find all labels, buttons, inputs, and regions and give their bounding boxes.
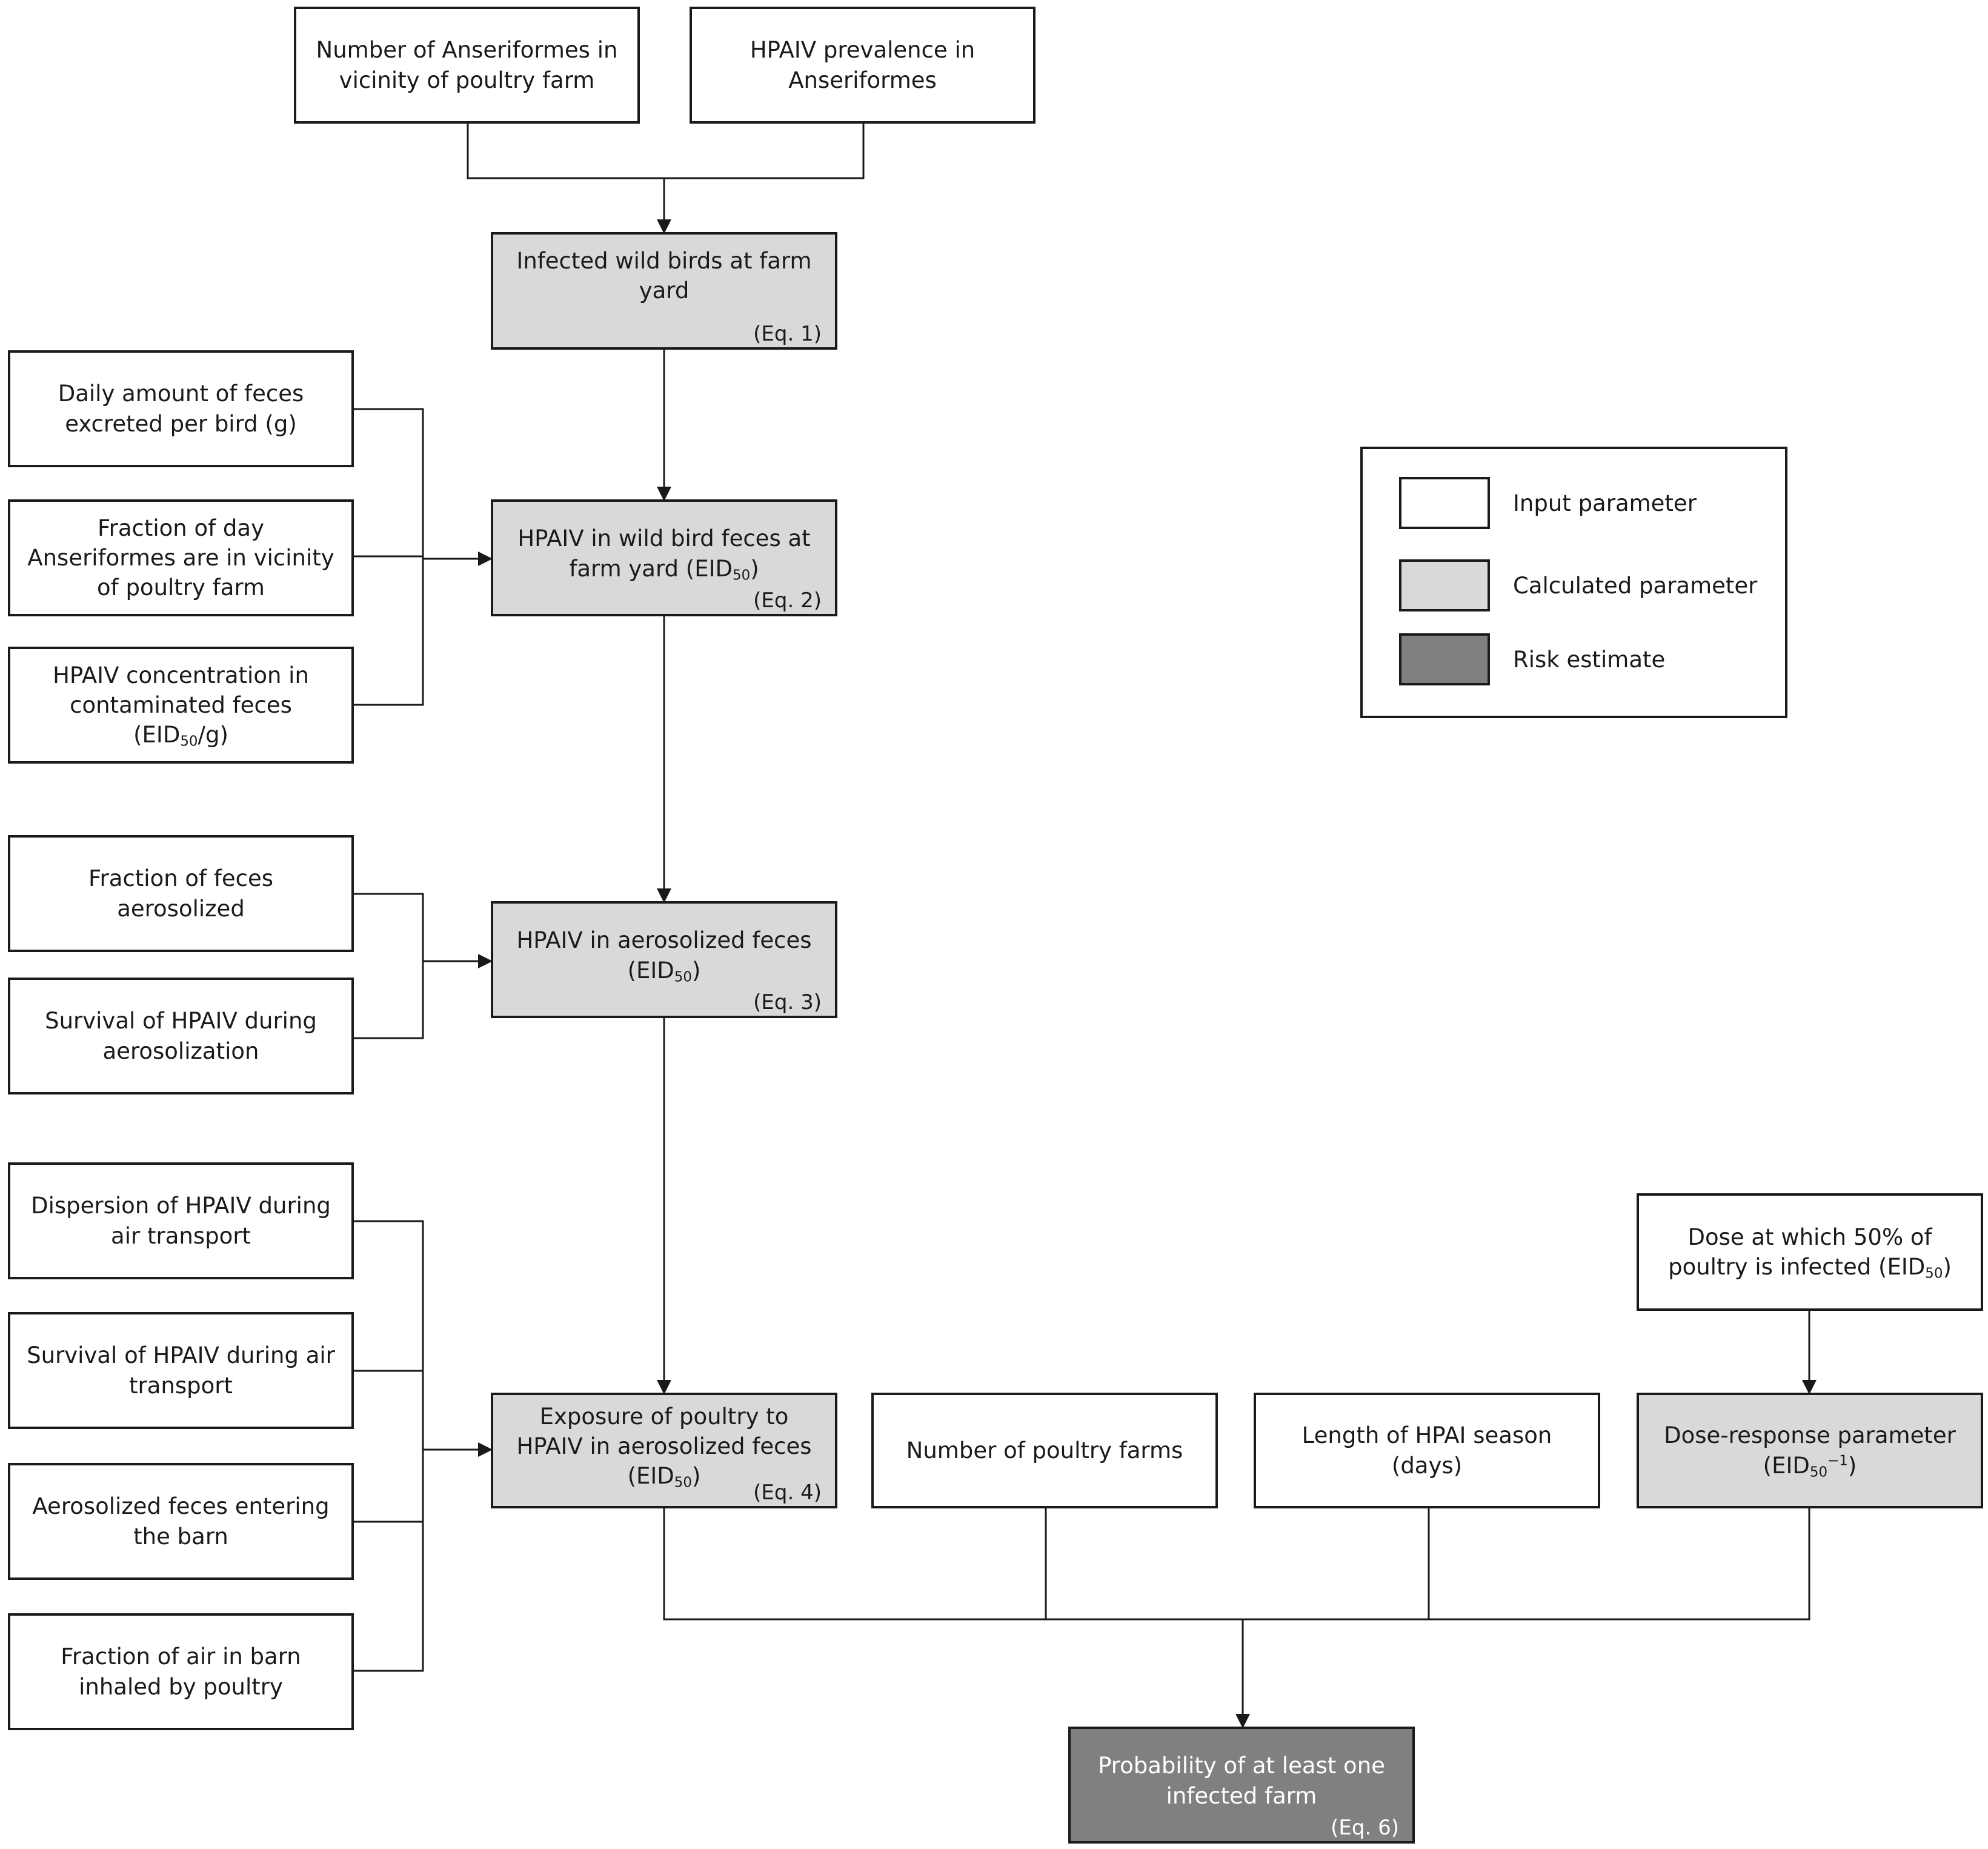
label-part: ) bbox=[691, 957, 701, 984]
node-entering-barn: Aerosolized feces entering the barn bbox=[8, 1463, 354, 1580]
node-label: Exposure of poultry to HPAIV in aerosoli… bbox=[493, 1402, 835, 1491]
node-exposure: Exposure of poultry to HPAIV in aerosoli… bbox=[491, 1393, 837, 1508]
subscript: 50 bbox=[180, 733, 198, 750]
node-hpaiv-aerosolized: HPAIV in aerosolized feces (EID50) (Eq. … bbox=[491, 901, 837, 1018]
node-label: Dose at which 50% of poultry is infected… bbox=[1639, 1222, 1981, 1282]
node-dose-response: Dose-response parameter (EID50−1) bbox=[1637, 1393, 1983, 1508]
label-part: ) bbox=[691, 1463, 701, 1490]
legend-item-risk: Risk estimate bbox=[1399, 633, 1665, 686]
node-label: Aerosolized feces entering the barn bbox=[32, 1493, 330, 1550]
node-dose50: Dose at which 50% of poultry is infected… bbox=[1637, 1193, 1983, 1311]
subscript: 50 bbox=[674, 969, 692, 985]
legend-label: Input parameter bbox=[1513, 490, 1697, 516]
node-anseriformes-count: Number of Anseriformes in vicinity of po… bbox=[294, 7, 640, 124]
label-part: Exposure of poultry to HPAIV in aerosoli… bbox=[516, 1403, 812, 1490]
node-label: Infected wild birds at farm yard bbox=[516, 247, 812, 304]
node-label: Survival of HPAIV during aerosolization bbox=[45, 1008, 317, 1064]
connector-transport-inputs bbox=[353, 1220, 424, 1672]
node-label: Survival of HPAIV during air transport bbox=[27, 1342, 335, 1399]
label-part: ) bbox=[1847, 1452, 1857, 1479]
node-infected-wild-birds: Infected wild birds at farm yard (Eq. 1) bbox=[491, 232, 837, 350]
label-part: HPAIV in aerosolized feces (EID bbox=[516, 927, 812, 984]
node-label: Dispersion of HPAIV during air transport bbox=[31, 1193, 331, 1249]
legend-swatch-calculated bbox=[1399, 559, 1490, 611]
label-part: HPAIV in wild bird feces at farm yard (E… bbox=[517, 525, 811, 582]
node-fraction-day: Fraction of day Anseriformes are in vici… bbox=[8, 499, 354, 616]
node-num-farms: Number of poultry farms bbox=[871, 1393, 1218, 1508]
legend-label: Calculated parameter bbox=[1513, 572, 1758, 599]
equation-ref: (Eq. 6) bbox=[1331, 1816, 1399, 1840]
label-part: Dose at which 50% of poultry is infected… bbox=[1668, 1224, 1932, 1280]
subscript: 50 bbox=[733, 567, 751, 584]
label-part: HPAIV concentration in contaminated fece… bbox=[53, 662, 309, 748]
node-label: Daily amount of feces excreted per bird … bbox=[58, 381, 304, 437]
node-probability: Probability of at least one infected far… bbox=[1068, 1727, 1415, 1844]
node-label: Dose-response parameter (EID50−1) bbox=[1639, 1421, 1981, 1480]
subscript: 50 bbox=[1809, 1464, 1828, 1481]
connector-top-inputs bbox=[467, 123, 865, 179]
node-hpaiv-prevalence: HPAIV prevalence in Anseriformes bbox=[690, 7, 1036, 124]
subscript: 50 bbox=[674, 1474, 692, 1491]
equation-ref: (Eq. 2) bbox=[753, 588, 822, 613]
legend-item-input: Input parameter bbox=[1399, 476, 1697, 530]
label-part: ) bbox=[750, 555, 759, 582]
node-label: Number of poultry farms bbox=[906, 1437, 1183, 1464]
node-hpaiv-concentration: HPAIV concentration in contaminated fece… bbox=[8, 647, 354, 764]
legend-label: Risk estimate bbox=[1513, 646, 1666, 673]
node-label: Number of Anseriformes in vicinity of po… bbox=[316, 37, 618, 93]
label-part: Dose-response parameter (EID bbox=[1664, 1422, 1956, 1479]
node-label: HPAIV prevalence in Anseriformes bbox=[750, 37, 976, 93]
node-survival-transport: Survival of HPAIV during air transport bbox=[8, 1312, 354, 1429]
connector-aerosol-inputs bbox=[353, 893, 424, 1039]
connector-bottom-merge bbox=[663, 1508, 1810, 1621]
subscript: 50 bbox=[1925, 1265, 1943, 1282]
node-label: Length of HPAI season (days) bbox=[1302, 1422, 1552, 1479]
node-fraction-aerosolized: Fraction of feces aerosolized bbox=[8, 835, 354, 952]
node-fraction-inhaled: Fraction of air in barn inhaled by poult… bbox=[8, 1613, 354, 1730]
label-part: ) bbox=[1943, 1254, 1952, 1280]
legend-swatch-input bbox=[1399, 477, 1490, 529]
equation-ref: (Eq. 3) bbox=[753, 990, 822, 1014]
node-hpaiv-wild-feces: HPAIV in wild bird feces at farm yard (E… bbox=[491, 499, 837, 616]
node-label: HPAIV in wild bird feces at farm yard (E… bbox=[493, 524, 835, 583]
equation-ref: (Eq. 1) bbox=[753, 322, 822, 346]
equation-ref: (Eq. 4) bbox=[753, 1481, 822, 1505]
node-label: HPAIV in aerosolized feces (EID50) bbox=[493, 925, 835, 985]
node-survival-aerosolization: Survival of HPAIV during aerosolization bbox=[8, 978, 354, 1094]
node-dispersion: Dispersion of HPAIV during air transport bbox=[8, 1162, 354, 1279]
node-label: Fraction of feces aerosolized bbox=[88, 865, 274, 922]
label-part: /g) bbox=[198, 722, 228, 748]
node-label: Fraction of day Anseriformes are in vici… bbox=[27, 515, 334, 601]
node-label: Probability of at least one infected far… bbox=[1098, 1753, 1385, 1809]
legend-swatch-risk bbox=[1399, 633, 1490, 685]
legend: Input parameter Calculated parameter Ris… bbox=[1360, 447, 1787, 718]
node-label: HPAIV concentration in contaminated fece… bbox=[10, 661, 351, 750]
superscript: −1 bbox=[1827, 1452, 1848, 1468]
node-season-length: Length of HPAI season (days) bbox=[1254, 1393, 1600, 1508]
legend-item-calculated: Calculated parameter bbox=[1399, 559, 1757, 612]
node-daily-feces: Daily amount of feces excreted per bird … bbox=[8, 350, 354, 467]
node-label: Fraction of air in barn inhaled by poult… bbox=[61, 1644, 301, 1700]
